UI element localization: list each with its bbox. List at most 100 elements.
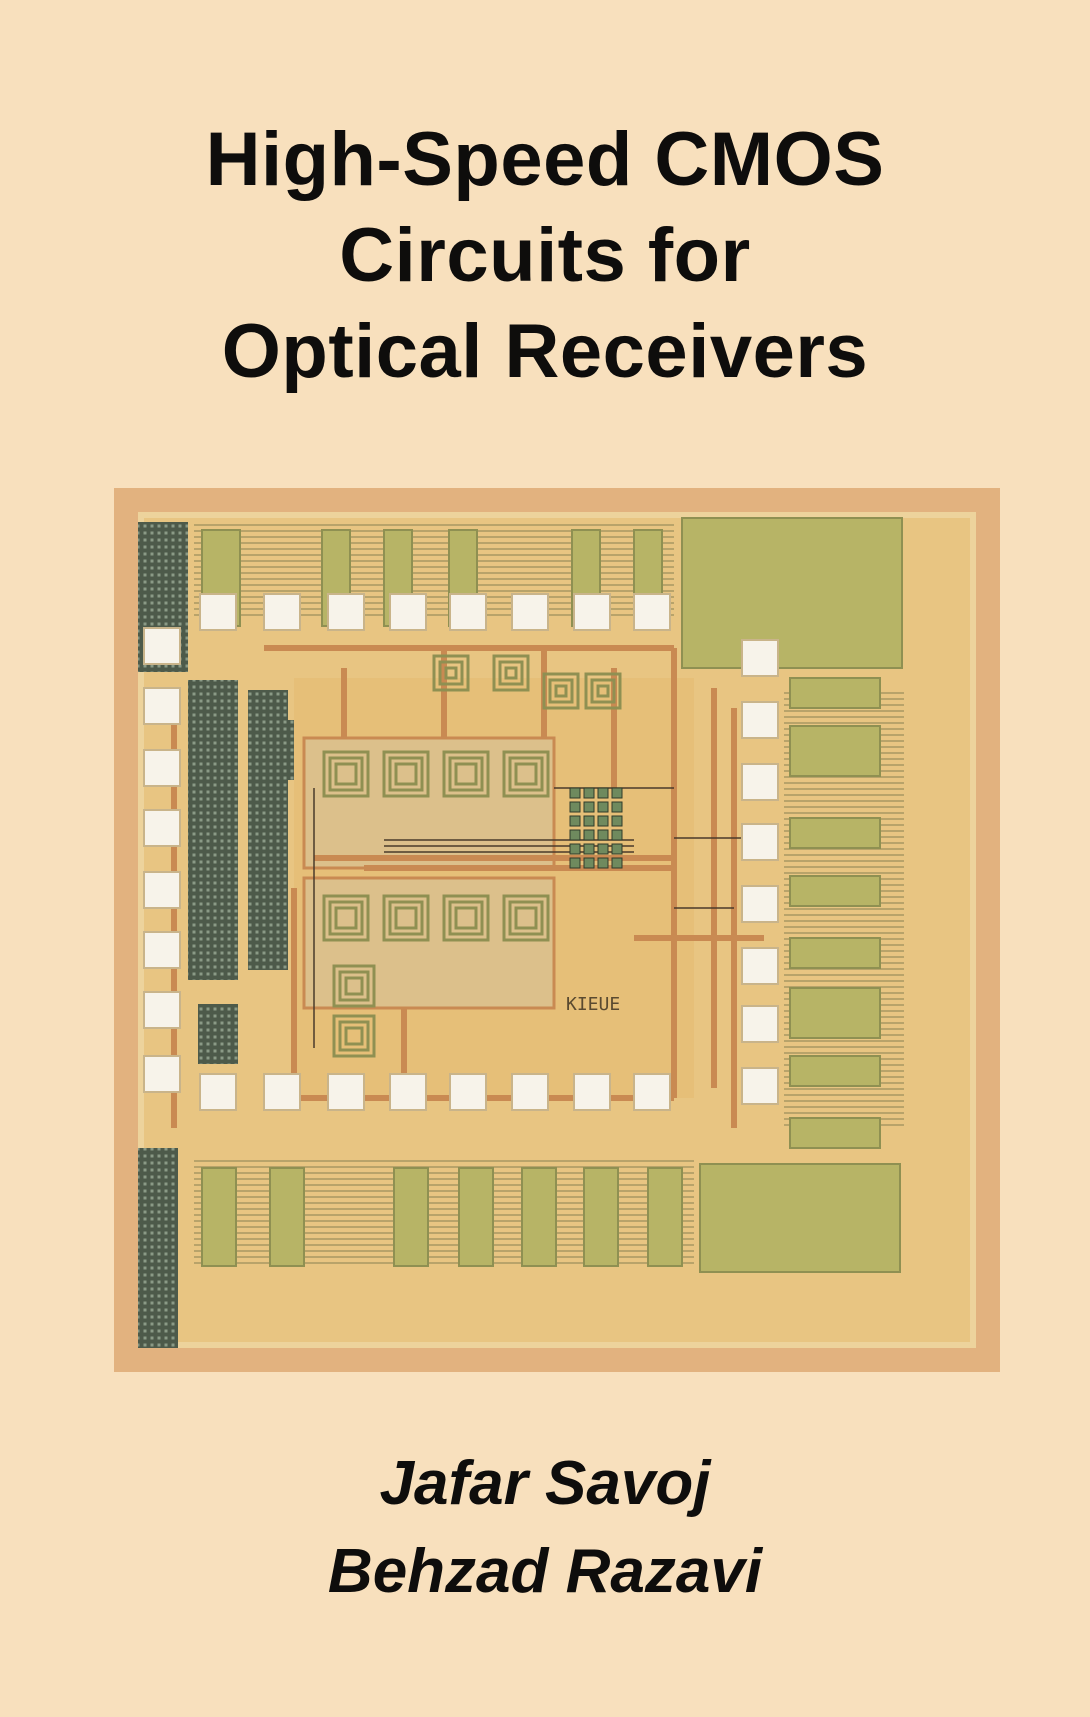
bond-pad [143,991,181,1029]
transistor-cell [569,857,581,869]
bond-pad [741,1067,779,1105]
right-metal-block [789,677,881,709]
right-metal-block [789,1117,881,1149]
right-metal-block [789,1055,881,1087]
bottom-metal-block [458,1167,494,1267]
bond-pad [633,1073,671,1111]
inductor [448,900,484,936]
inductor-small [492,654,530,692]
bond-pad [741,823,779,861]
inductor [514,906,538,930]
inductor [394,906,418,930]
inductor [382,894,430,942]
bond-pad [573,593,611,631]
inductor [502,894,550,942]
right-metal-block [789,875,881,907]
inductor [388,756,424,792]
left-lower-mesh [198,1004,238,1064]
inductor-small [438,660,464,686]
transistor-cell [611,801,623,813]
transistor-cell [597,801,609,813]
bond-pad [511,593,549,631]
transistor-cell [583,829,595,841]
right-metal-block [789,725,881,777]
bond-pad [741,763,779,801]
transistor-cell [611,829,623,841]
book-authors: Jafar Savoj Behzad Razavi [0,1440,1090,1616]
bond-pad [143,1055,181,1093]
bond-pad [143,627,181,665]
bond-pad [263,1073,301,1111]
transistor-cell [583,787,595,799]
inductor [454,906,478,930]
bond-pad [199,1073,237,1111]
bond-pad [449,593,487,631]
inductor-lower [338,1020,370,1052]
bond-pad [633,593,671,631]
inductor [334,762,358,786]
bottom-metal-block [647,1167,683,1267]
inductor [388,900,424,936]
transistor-cell [583,815,595,827]
right-metal-block [789,987,881,1039]
transistor-cell [597,857,609,869]
bond-pad [449,1073,487,1111]
title-line-2: Circuits for [339,213,751,298]
inductor [502,750,550,798]
bond-pad [143,931,181,969]
transistor-cell [597,829,609,841]
inductor [508,900,544,936]
inductor [322,894,370,942]
transistor-cell [597,843,609,855]
bond-pad [143,871,181,909]
inductor [442,750,490,798]
inductor-lower [332,1014,376,1058]
inductor [394,762,418,786]
bond-pad [741,885,779,923]
bond-pad [573,1073,611,1111]
transistor-cell [611,843,623,855]
transistor-cell [611,857,623,869]
inductor-lower [344,976,364,996]
transistor-cell [569,843,581,855]
bond-pad [143,809,181,847]
top-right-metal-block [681,517,903,669]
transistor-cell [569,829,581,841]
bond-pad [389,1073,427,1111]
inductor [328,900,364,936]
bond-pad [143,749,181,787]
inductor-lower [332,964,376,1008]
bond-pad [327,593,365,631]
inductor [514,762,538,786]
bond-pad [511,1073,549,1111]
right-metal-block [789,817,881,849]
inductor-small [432,654,470,692]
inductor-small [584,672,622,710]
author-2: Behzad Razavi [327,1537,763,1606]
bond-pad [741,639,779,677]
transistor-cell [569,815,581,827]
transistor-cell [597,815,609,827]
inductor [454,762,478,786]
transistor-cell [583,843,595,855]
inductor-small [548,678,574,704]
author-1: Jafar Savoj [379,1449,711,1518]
transistor-cell [583,857,595,869]
inductor-small [542,672,580,710]
inductor [448,756,484,792]
inductor [322,750,370,798]
inductor [328,756,364,792]
bond-pad [263,593,301,631]
transistor-cell [611,787,623,799]
inductor-small [590,678,616,704]
chip-micrograph: KIEUE [114,488,1000,1372]
chip-label: KIEUE [566,994,620,1015]
inductor [382,750,430,798]
bond-pad [741,1005,779,1043]
inductor-small [444,666,458,680]
bottom-metal-block [201,1167,237,1267]
bond-pad [741,701,779,739]
chip-layout-image: KIEUE [114,488,1000,1372]
inductor [442,894,490,942]
